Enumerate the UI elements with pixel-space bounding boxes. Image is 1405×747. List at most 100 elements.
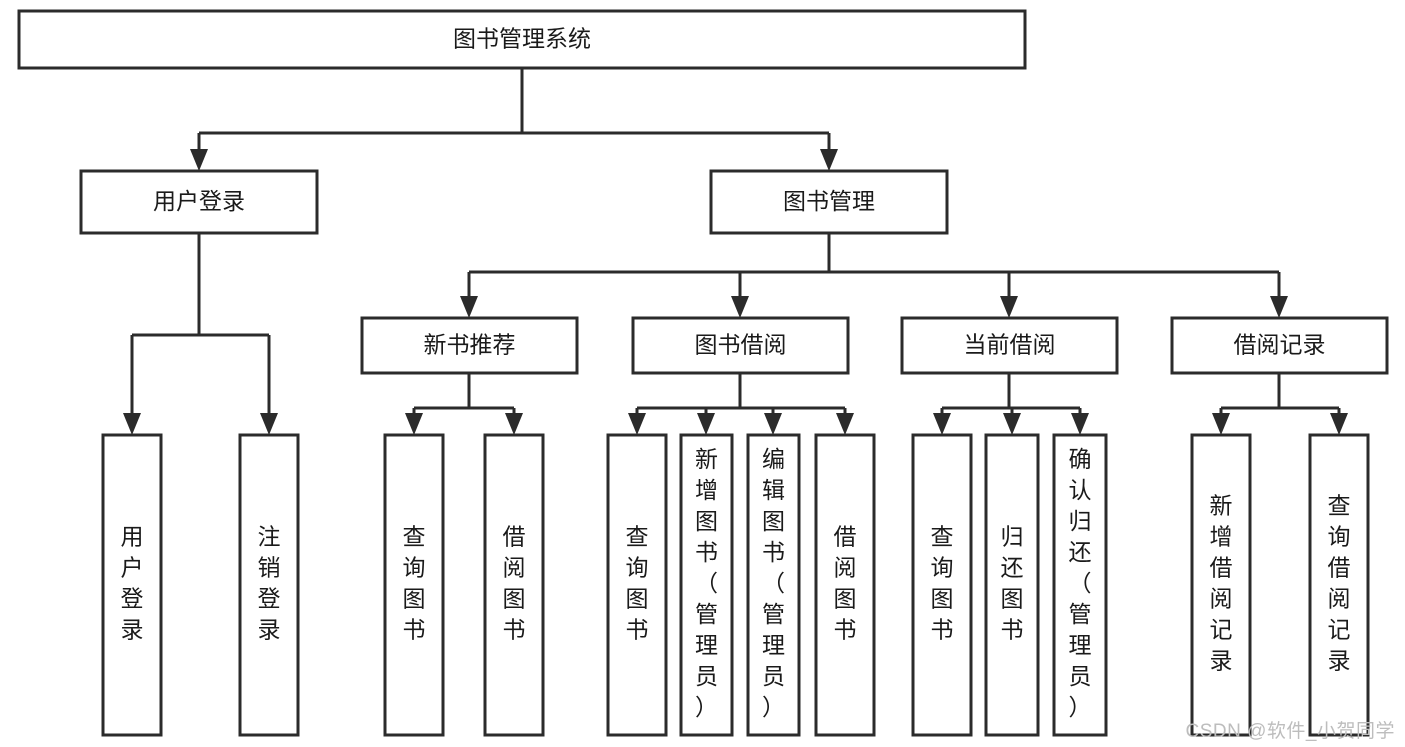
leaf-label-char: 归 bbox=[1001, 524, 1024, 550]
leaf-label-char: 管 bbox=[695, 601, 718, 627]
leaf-label-char: 阅 bbox=[834, 555, 857, 581]
level2-label: 图书管理 bbox=[783, 188, 875, 214]
leaf-label-char: 辑 bbox=[762, 477, 785, 503]
leaf-label-char: 新 bbox=[695, 446, 718, 472]
leaf-label-char: 书 bbox=[626, 617, 649, 643]
leaf-label-char: 员 bbox=[1069, 663, 1092, 689]
level3-node[interactable]: 新书推荐 bbox=[360, 316, 579, 375]
level3-box[interactable] bbox=[900, 316, 1119, 375]
connectors-layer bbox=[123, 68, 1348, 435]
leaf-label-char: ） bbox=[1069, 694, 1092, 720]
level3-label: 图书借阅 bbox=[695, 332, 787, 358]
leaf-box[interactable] bbox=[984, 433, 1040, 737]
leaf-label-char: 登 bbox=[121, 586, 144, 612]
arrow-head-icon bbox=[1003, 413, 1021, 435]
root-label: 图书管理系统 bbox=[453, 26, 591, 52]
leaf-box[interactable] bbox=[814, 433, 876, 737]
arrow-head-icon bbox=[1071, 413, 1089, 435]
leaf-label-char: 查 bbox=[626, 524, 649, 550]
leaf-box[interactable] bbox=[1190, 433, 1252, 737]
root-node[interactable]: 图书管理系统 bbox=[17, 9, 1027, 70]
leaf-label-char: 书 bbox=[1001, 617, 1024, 643]
leaf-label-char: 注 bbox=[258, 524, 281, 550]
level2-node[interactable]: 图书管理 bbox=[709, 169, 949, 235]
arrow-head-icon bbox=[123, 413, 141, 435]
leaf-box[interactable] bbox=[1052, 433, 1108, 737]
leaf-box[interactable] bbox=[606, 433, 668, 737]
leaf-box[interactable] bbox=[746, 433, 801, 737]
leaf-label-char: 增 bbox=[1210, 524, 1233, 550]
leaf-box[interactable] bbox=[238, 433, 300, 737]
leaf-label-char: 图 bbox=[626, 586, 649, 612]
leaf-label-char: 询 bbox=[1328, 524, 1351, 550]
leaf-label-char: 图 bbox=[1001, 586, 1024, 612]
leaf-label-char: ） bbox=[695, 694, 718, 720]
level3-box[interactable] bbox=[631, 316, 850, 375]
arrow-head-icon bbox=[933, 413, 951, 435]
leaf-label-char: 书 bbox=[931, 617, 954, 643]
leaf-label-char: 询 bbox=[403, 555, 426, 581]
level3-box[interactable] bbox=[1170, 316, 1389, 375]
arrow-head-icon bbox=[697, 413, 715, 435]
leaf-box[interactable] bbox=[483, 433, 545, 737]
arrow-head-icon bbox=[731, 296, 749, 318]
leaf-box[interactable] bbox=[383, 433, 445, 737]
level2-box[interactable] bbox=[79, 169, 319, 235]
leaf-box[interactable] bbox=[679, 433, 734, 737]
level2-node[interactable]: 用户登录 bbox=[79, 169, 319, 235]
arrow-head-icon bbox=[190, 149, 208, 171]
level3-label: 当前借阅 bbox=[964, 332, 1056, 358]
leaf-label-char: 查 bbox=[403, 524, 426, 550]
leaf-label-char: 图 bbox=[762, 508, 785, 534]
leaf-label-char: 记 bbox=[1210, 617, 1233, 643]
arrow-head-icon bbox=[820, 149, 838, 171]
leaf-label-char: 员 bbox=[762, 663, 785, 689]
arrow-head-icon bbox=[836, 413, 854, 435]
leaf-box[interactable] bbox=[101, 433, 163, 737]
leaf-node[interactable]: 用户登录 bbox=[101, 433, 163, 737]
level3-node[interactable]: 借阅记录 bbox=[1170, 316, 1389, 375]
root-box[interactable] bbox=[17, 9, 1027, 70]
level2-box[interactable] bbox=[709, 169, 949, 235]
leaf-label-char: 借 bbox=[1210, 555, 1233, 581]
leaf-label-char: 理 bbox=[1069, 632, 1092, 658]
leaf-label-char: 户 bbox=[121, 555, 144, 581]
leaf-label-char: 录 bbox=[1210, 648, 1233, 674]
leaf-label-char: 书 bbox=[403, 617, 426, 643]
leaf-label-char: （ bbox=[1069, 570, 1092, 596]
level3-node[interactable]: 当前借阅 bbox=[900, 316, 1119, 375]
leaf-label-char: 书 bbox=[762, 539, 785, 565]
leaf-label-char: 确 bbox=[1069, 446, 1092, 472]
arrow-head-icon bbox=[1330, 413, 1348, 435]
level3-box[interactable] bbox=[360, 316, 579, 375]
level3-node[interactable]: 图书借阅 bbox=[631, 316, 850, 375]
level2-label: 用户登录 bbox=[153, 188, 245, 214]
leaf-label-char: 用 bbox=[121, 524, 144, 550]
leaf-label-char: 借 bbox=[1328, 555, 1351, 581]
arrow-head-icon bbox=[764, 413, 782, 435]
leaf-label-char: 图 bbox=[931, 586, 954, 612]
arrow-head-icon bbox=[405, 413, 423, 435]
leaf-label-char: 书 bbox=[695, 539, 718, 565]
arrow-head-icon bbox=[628, 413, 646, 435]
leaf-label-char: 员 bbox=[695, 663, 718, 689]
leaf-label-char: 图 bbox=[403, 586, 426, 612]
arrow-head-icon bbox=[1000, 296, 1018, 318]
leaf-box[interactable] bbox=[1308, 433, 1370, 737]
leaf-label-char: 新 bbox=[1210, 493, 1233, 519]
leaf-box[interactable] bbox=[911, 433, 973, 737]
